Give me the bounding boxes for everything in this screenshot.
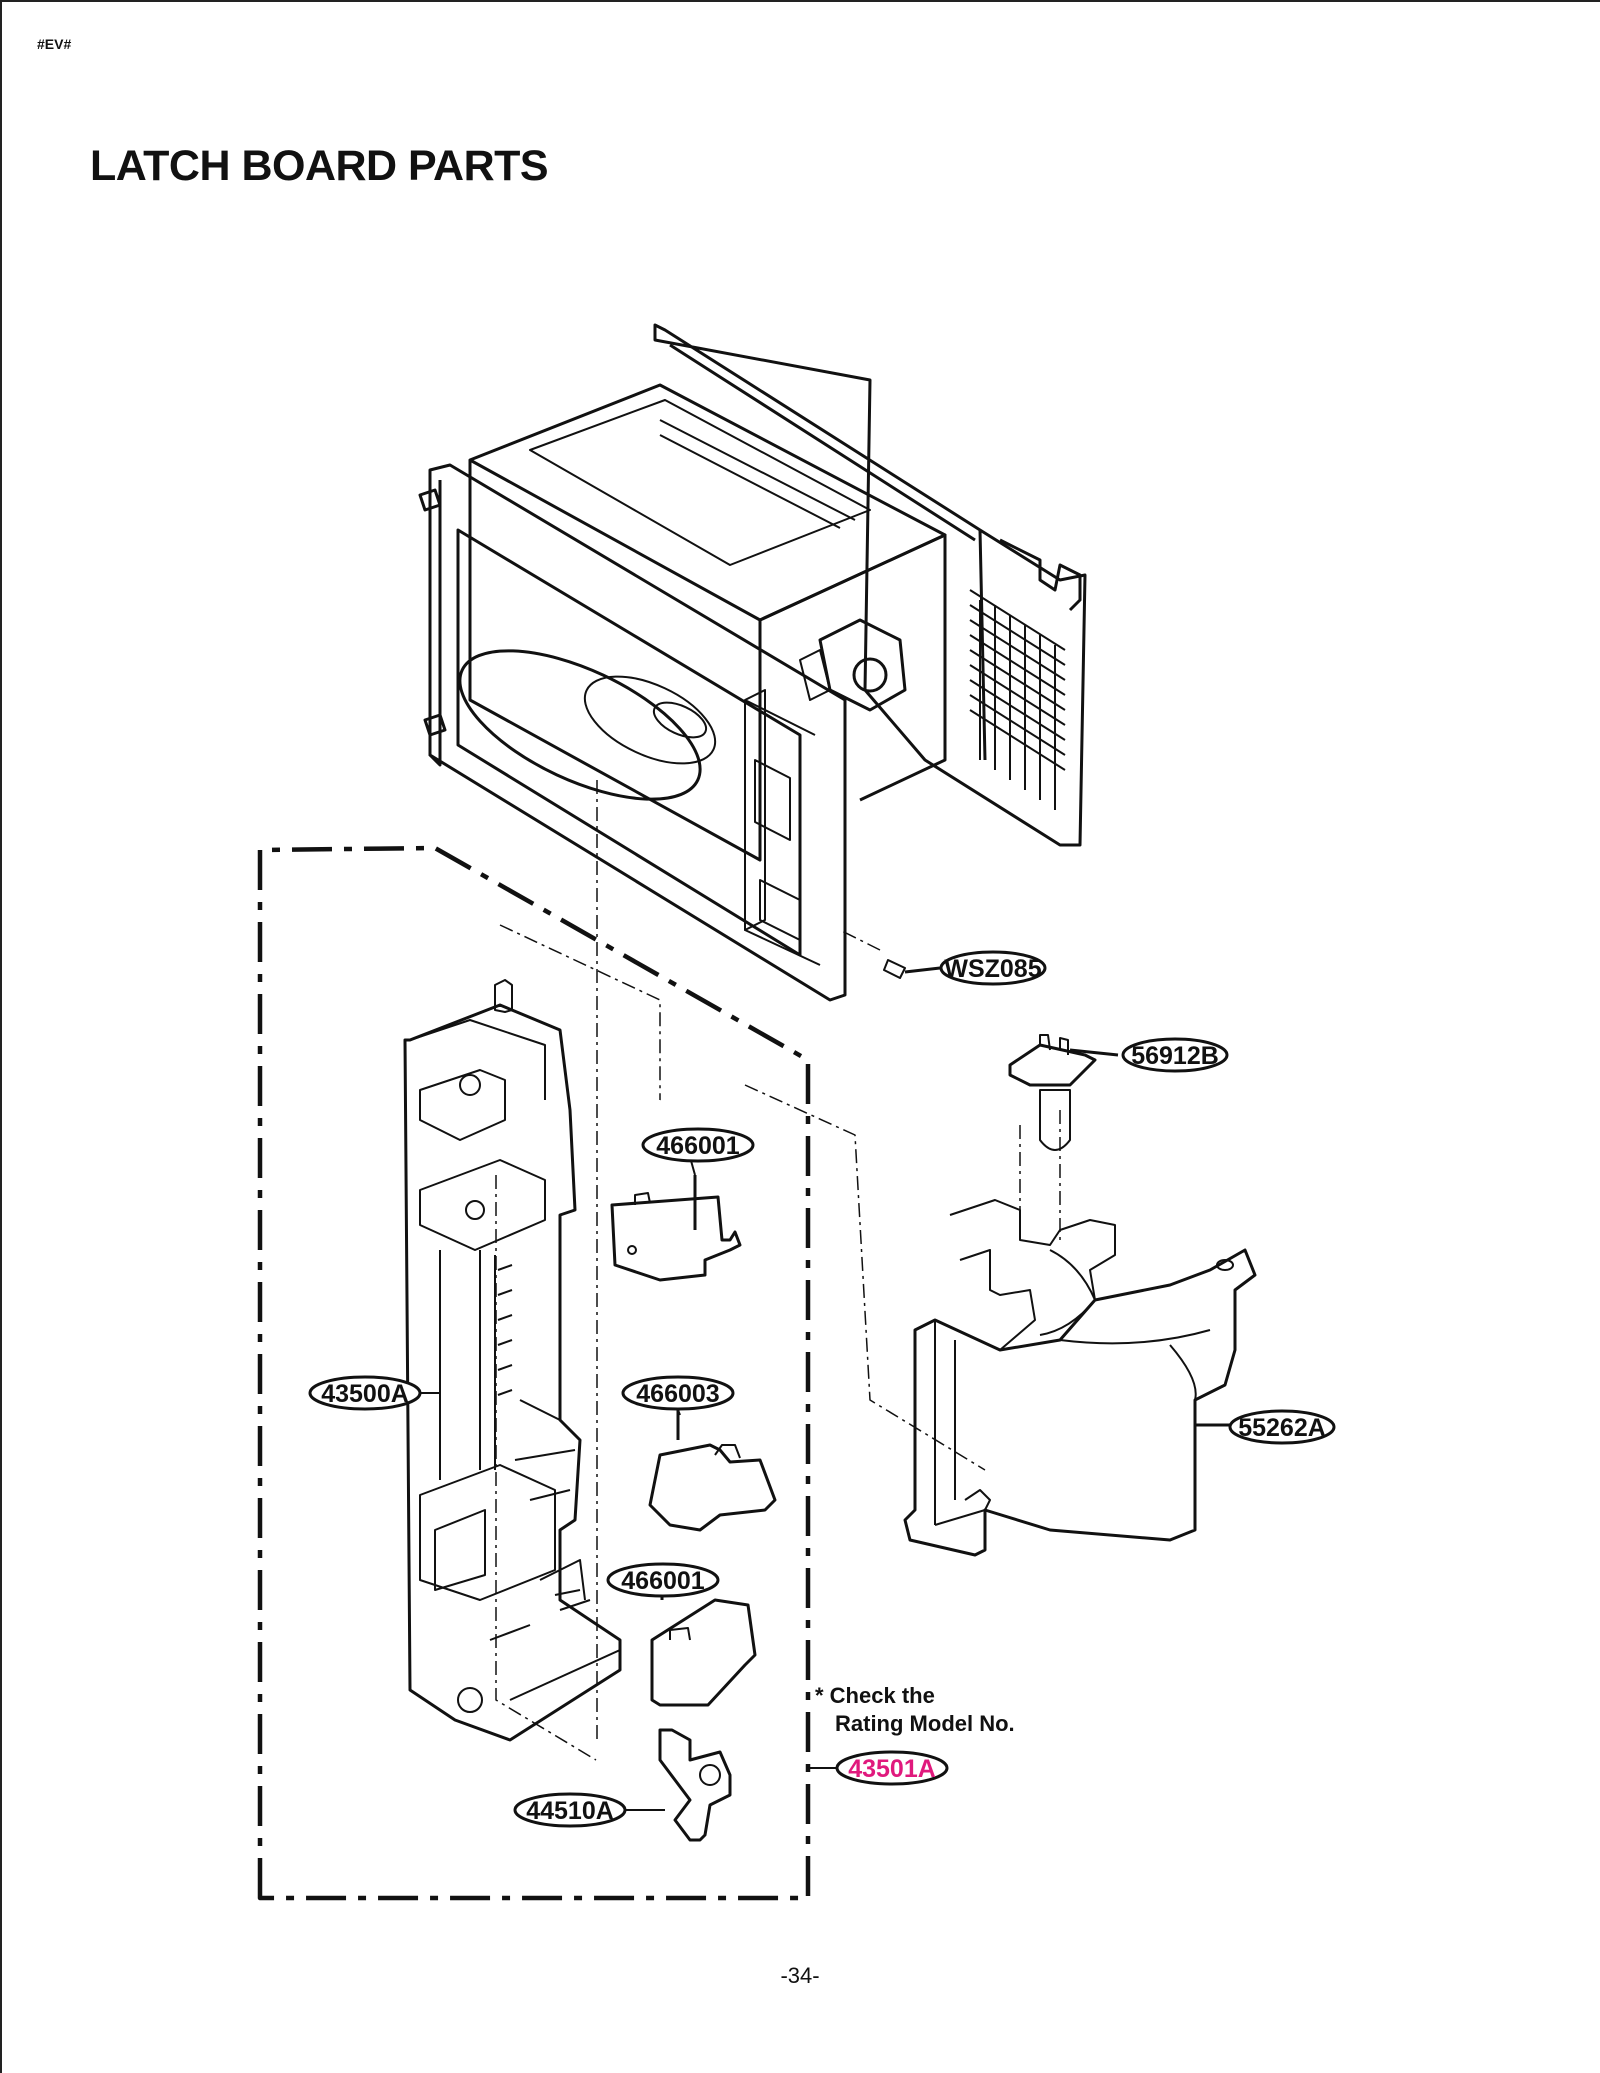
svg-text:43500A: 43500A bbox=[321, 1380, 409, 1408]
svg-text:55262A: 55262A bbox=[1238, 1414, 1326, 1442]
page-number: -34- bbox=[780, 1963, 820, 1988]
microswitch-466003 bbox=[648, 1410, 777, 1532]
callout-43501a: 43501A bbox=[835, 1750, 949, 1786]
svg-text:466003: 466003 bbox=[636, 1380, 719, 1408]
document-code: #EV# bbox=[37, 36, 72, 52]
microwave-cavity bbox=[418, 323, 1087, 1002]
callout-wsz085: WSZ085 bbox=[939, 950, 1047, 986]
svg-text:44510A: 44510A bbox=[526, 1797, 614, 1825]
callout-55262a: 55262A bbox=[1228, 1409, 1336, 1445]
screw-part bbox=[883, 959, 941, 979]
note-line-1: * Check the bbox=[815, 1683, 935, 1708]
callout-466001-bottom: 466001 bbox=[606, 1562, 720, 1598]
note-line-2: Rating Model No. bbox=[835, 1711, 1015, 1736]
callout-43500a: 43500A bbox=[308, 1375, 422, 1411]
svg-text:WSZ085: WSZ085 bbox=[944, 955, 1041, 983]
callout-44510a: 44510A bbox=[513, 1792, 627, 1828]
lever-part bbox=[658, 1728, 732, 1842]
callout-466001-top: 466001 bbox=[641, 1127, 755, 1163]
microswitch-466001-bottom bbox=[650, 1580, 757, 1707]
callout-56912b: 56912B bbox=[1121, 1037, 1229, 1073]
callout-466003: 466003 bbox=[621, 1375, 735, 1411]
svg-text:466001: 466001 bbox=[621, 1567, 705, 1595]
latch-board-part bbox=[403, 979, 622, 1742]
housing-55262a-part bbox=[903, 1199, 1257, 1557]
latch-board-group-box bbox=[257, 845, 811, 1901]
page-title: LATCH BOARD PARTS bbox=[90, 142, 549, 190]
svg-text:466001: 466001 bbox=[656, 1132, 740, 1160]
rating-model-note: * Check the Rating Model No. bbox=[815, 1682, 1015, 1738]
bracket-56912b-part bbox=[1008, 1034, 1119, 1151]
svg-text:43501A: 43501A bbox=[848, 1755, 936, 1783]
microswitch-466001-top bbox=[610, 1175, 742, 1282]
svg-text:56912B: 56912B bbox=[1131, 1042, 1219, 1070]
